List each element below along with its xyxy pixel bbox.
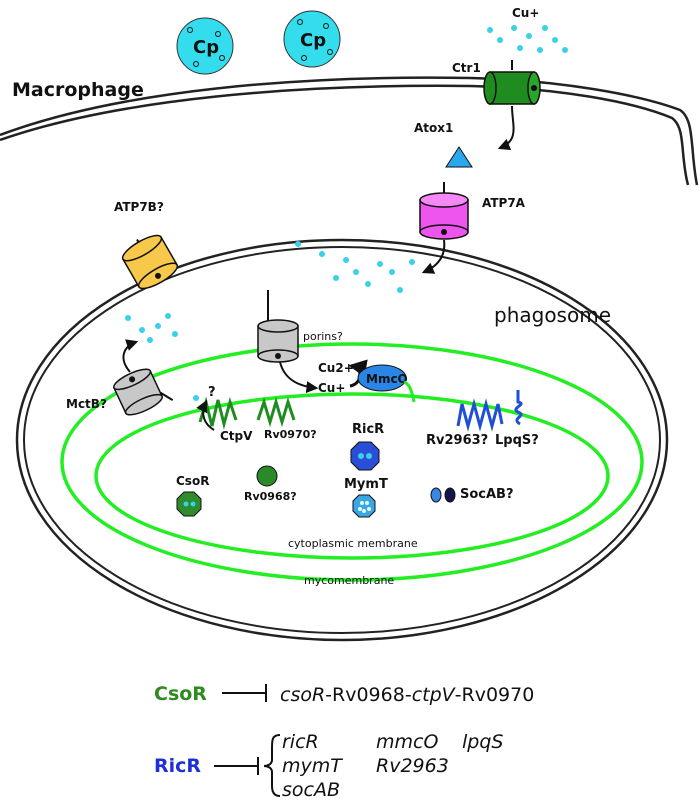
csor-protein <box>176 491 202 517</box>
mycomembrane-ellipse <box>60 342 644 582</box>
mymt-label: MymT <box>344 477 388 492</box>
porins-transporter <box>257 290 299 363</box>
rv0968-label: Rv0968? <box>244 490 297 503</box>
lpqs-protein <box>514 390 523 426</box>
lpqs-label: LpqS? <box>495 433 539 448</box>
atox1-label: Atox1 <box>414 121 453 135</box>
phagosome-inner-membrane <box>23 246 661 634</box>
atox1-triangle <box>445 146 473 168</box>
porin-to-cu-arrow <box>279 361 319 394</box>
cytoplasmic-membrane-label: cytoplasmic membrane <box>288 537 418 550</box>
ricr-protein <box>350 441 380 471</box>
atp7b-transporter <box>121 234 179 290</box>
gene-rv0968: -Rv0968- <box>325 684 412 706</box>
mctb-label: MctB? <box>66 397 107 411</box>
atp7a-label: ATP7A <box>482 196 526 210</box>
ctr1-transporter <box>483 60 541 105</box>
legend-ricr: RicR ricR mmcO lpqS mymT Rv2963 socAB <box>154 731 503 801</box>
macrophage-label: Macrophage <box>12 79 144 101</box>
socab-label: SocAB? <box>460 487 514 502</box>
cu-plus-top-label: Cu+ <box>512 6 539 20</box>
cp-label-2: Cp <box>300 30 326 51</box>
atp7a-arrow <box>421 239 446 274</box>
gene-ricr: ricR <box>282 731 319 753</box>
cu-dots-top <box>487 25 568 53</box>
gene-rv2963: Rv2963 <box>376 755 449 777</box>
csor-center-label: CsoR <box>176 474 209 488</box>
cp-molecule-1: Cp <box>176 17 234 75</box>
question-mark: ? <box>208 385 216 400</box>
rv0968-protein <box>256 465 278 487</box>
atp7a-transporter <box>419 182 469 240</box>
gene-socab: socAB <box>282 779 340 801</box>
legend-csor-genes: csoR-Rv0968-ctpV-Rv0970 <box>280 684 534 706</box>
ctpv-arrow <box>196 399 215 431</box>
phagosome-outer-membrane <box>15 238 669 642</box>
mmco-anchor <box>403 380 416 403</box>
porins-label: porins? <box>303 330 343 343</box>
rv0970-transporter <box>256 396 296 428</box>
rv2963-label: Rv2963? <box>426 433 488 448</box>
rv0970-label: Rv0970? <box>264 428 317 441</box>
atp7b-label: ATP7B? <box>114 200 164 214</box>
mmco-enzyme <box>357 364 407 392</box>
cu2-label: Cu2+ <box>318 361 354 375</box>
socb-protein <box>444 487 456 503</box>
mctb-transporter <box>112 368 174 416</box>
cytoplasmic-membrane-ellipse <box>94 392 610 560</box>
gene-ctpv: ctpV <box>412 684 457 706</box>
cu-dots-phagosome <box>125 241 415 401</box>
legend-ricr-regulator: RicR <box>154 755 201 777</box>
gene-mmco: mmcO <box>376 731 438 753</box>
legend-csor: CsoR csoR-Rv0968-ctpV-Rv0970 <box>154 683 534 706</box>
cu1-label: Cu+ <box>318 381 345 395</box>
rv2963-transporter <box>456 398 504 432</box>
gene-lpqs: lpqS <box>462 731 503 753</box>
gene-rv0970: -Rv0970 <box>455 684 535 706</box>
legend-csor-regulator: CsoR <box>154 683 207 705</box>
ctpv-label: CtpV <box>220 429 253 443</box>
mycomembrane-label: mycomembrane <box>304 574 394 587</box>
ricr-center-label: RicR <box>352 422 384 437</box>
mmco-label: MmcO <box>366 372 408 386</box>
ctr1-label: Ctr1 <box>452 61 481 75</box>
ctr1-to-atox1-arrow <box>497 105 515 150</box>
cp-label-1: Cp <box>193 37 219 58</box>
soca-protein <box>430 487 442 503</box>
mctb-arrow <box>122 339 139 373</box>
phagosome-label: phagosome <box>494 303 611 327</box>
gene-csor: csoR <box>280 684 325 706</box>
cp-molecule-2: Cp <box>283 10 341 68</box>
gene-mymt: mymT <box>282 755 343 777</box>
mymt-protein <box>352 494 376 518</box>
